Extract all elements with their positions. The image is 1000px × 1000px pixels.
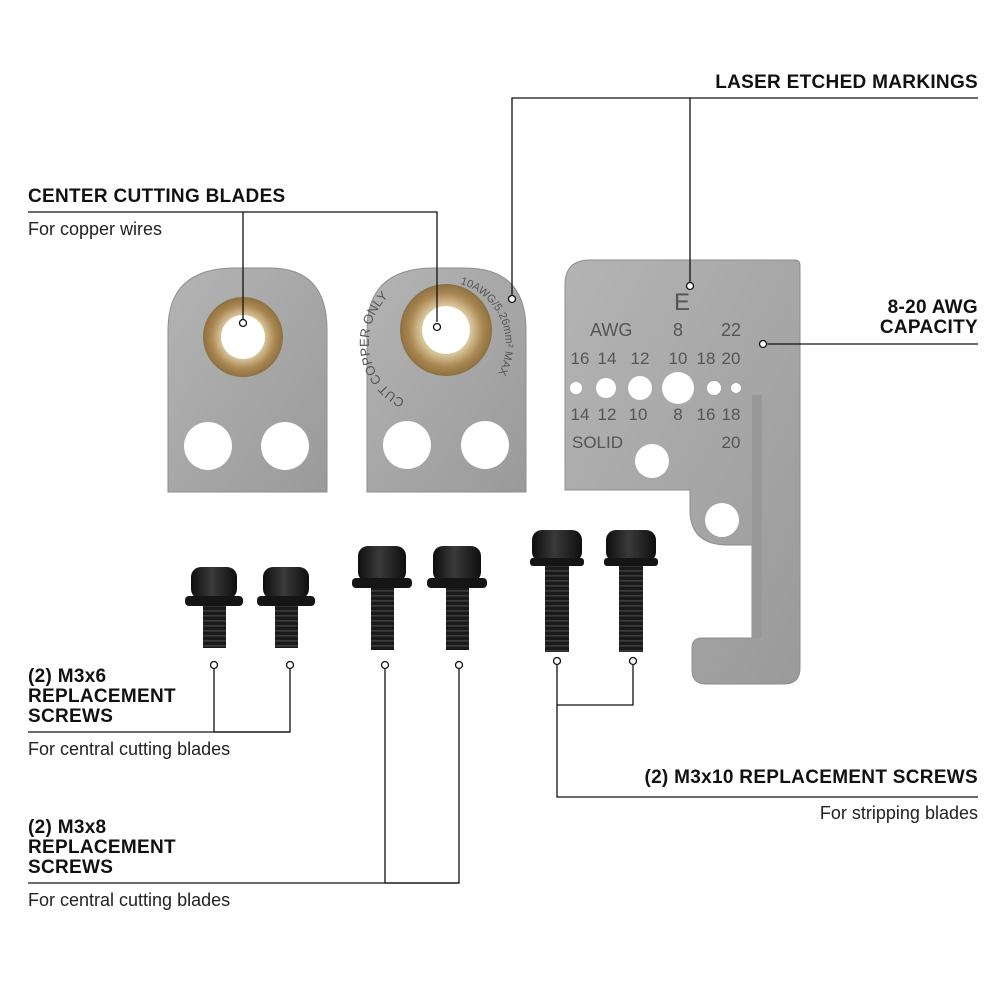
blade-row2-4: 16: [697, 405, 716, 424]
m3x6-title-line3: SCREWS: [28, 706, 114, 727]
blade-row2-2: 10: [629, 405, 648, 424]
blade-awg-label: AWG: [590, 320, 632, 340]
blade-row2-3: 8: [673, 405, 682, 424]
blade-letter: E: [674, 289, 690, 316]
blade-row1-3: 10: [669, 349, 688, 368]
blade-row2-0: 14: [571, 405, 590, 424]
m3x6-title-line2: REPLACEMENT: [28, 686, 176, 707]
m3x8-title-line1: (2) M3x8: [28, 817, 107, 838]
m3x10-subtitle: For stripping blades: [819, 803, 978, 823]
m3x8-title-line3: SCREWS: [28, 857, 114, 878]
blade-bottom-20: 20: [722, 433, 741, 452]
blade-solid-label: SOLID: [572, 433, 623, 452]
leader-dots: [209, 281, 768, 670]
center-cutting-blade-right: CUT COPPER ONLY 10AWG/5.26mm² MAX: [357, 267, 527, 493]
blade-row2-1: 12: [598, 405, 617, 424]
center-cutting-blade-left: [167, 267, 328, 493]
center-cutting-blades-title: CENTER CUTTING BLADES: [28, 186, 286, 207]
screw-m3x8-a: [352, 546, 412, 650]
screw-m3x6-a: [185, 567, 243, 648]
screw-m3x10-a: [530, 530, 584, 652]
blade-row1-1: 14: [598, 349, 617, 368]
capacity-line2: CAPACITY: [879, 317, 978, 338]
stripping-blade: E AWG 8 22 16 14 12 10 18 20 14 12 10 8 …: [564, 259, 801, 685]
laser-etched-title: LASER ETCHED MARKINGS: [715, 72, 978, 93]
center-cutting-blades-subtitle: For copper wires: [28, 219, 163, 239]
blade-top-8: 8: [673, 320, 683, 340]
blade-row1-2: 12: [631, 349, 650, 368]
leader-lines: [28, 97, 978, 884]
m3x6-subtitle: For central cutting blades: [28, 739, 231, 759]
blade-row1-4: 18: [697, 349, 716, 368]
blade-row2-5: 18: [722, 405, 741, 424]
capacity-line1: 8-20 AWG: [887, 297, 978, 318]
m3x8-subtitle: For central cutting blades: [28, 890, 231, 910]
blade-row1-5: 20: [722, 349, 741, 368]
blade-row1-0: 16: [571, 349, 590, 368]
screw-m3x6-b: [257, 567, 315, 648]
screw-m3x8-b: [427, 546, 487, 650]
m3x8-title-line2: REPLACEMENT: [28, 837, 176, 858]
blade-top-22: 22: [721, 320, 741, 340]
m3x6-title-line1: (2) M3x6: [28, 666, 107, 687]
screw-m3x10-b: [604, 530, 658, 652]
m3x10-title: (2) M3x10 REPLACEMENT SCREWS: [644, 767, 978, 788]
